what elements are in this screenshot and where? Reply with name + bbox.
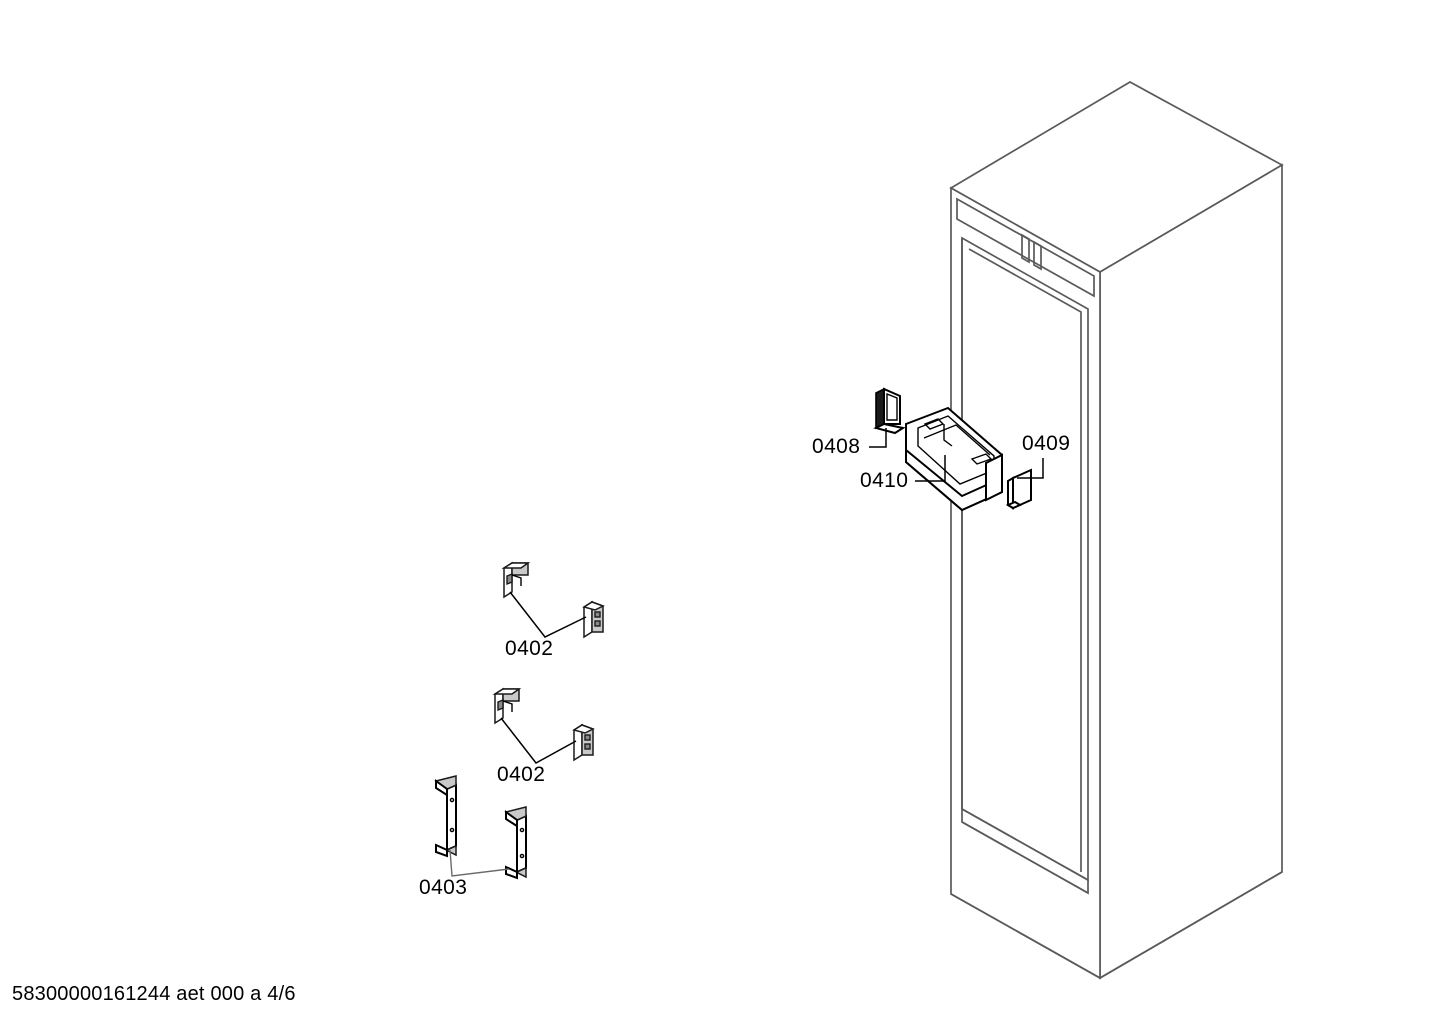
rail-bracket-right: [504, 806, 527, 880]
cabinet-top-trim-band: [956, 197, 1095, 298]
callout-0402-lower: 0402: [497, 763, 545, 786]
rail-right-hole-1: [519, 827, 525, 833]
callout-0402-upper: 0402: [505, 637, 553, 660]
leader-0408: [869, 428, 887, 448]
clip-upper-right-hole-1: [594, 611, 601, 618]
rail-left-hole-1: [449, 797, 455, 803]
part-0403-rail-bracket-pair: [434, 775, 527, 880]
bin-tray-internal-rib: [943, 424, 953, 447]
clip-lower-right: [572, 723, 595, 762]
clip-lower-right-hole-2: [584, 743, 591, 750]
cabinet-assembly: [949, 81, 1284, 980]
clip-upper-left-top: [501, 562, 531, 569]
part-0402-clip-pair-lower: [492, 687, 595, 764]
rail-right-hole-2: [519, 853, 525, 859]
part-0409-bin-cover-flap: [1005, 468, 1032, 510]
callout-0409: 0409: [1022, 432, 1070, 455]
clip-upper-right: [582, 600, 605, 639]
rail-left-top-hook-face: [435, 779, 448, 797]
rail-left-body: [446, 783, 457, 852]
leader-0410: [915, 455, 946, 482]
callout-0410: 0410: [860, 469, 908, 492]
clip-upper-right-top: [582, 601, 605, 611]
leader-0403: [449, 849, 510, 877]
clip-lower-right-hole-1: [584, 734, 591, 741]
cabinet-liner-inset: [968, 248, 1082, 872]
leader-0402-lower: [500, 717, 577, 764]
bin-tray-right-end: [985, 453, 1003, 502]
clip-lower-left-top: [492, 688, 522, 695]
footer-document-code: 58300000161244 aet 000 a 4/6: [12, 983, 296, 1005]
end-cap-left-edge: [875, 387, 885, 430]
bin-tray-cavity-floor: [923, 424, 991, 456]
cabinet-bottom-front-edge: [950, 871, 1283, 979]
clip-lower-right-top: [572, 724, 595, 734]
cover-flap-foot: [1005, 500, 1023, 510]
cabinet-trim-divider-left: [1021, 233, 1030, 264]
rail-left-bottom-hook-face: [435, 843, 448, 858]
clip-lower-left-detail: [502, 700, 513, 712]
callout-labels: 0408 0409 0410 0402 0402 0403: [419, 432, 1070, 899]
clip-upper-left: [501, 561, 531, 599]
clip-lower-left: [492, 687, 522, 725]
callout-0408: 0408: [812, 435, 860, 458]
clip-upper-left-notch: [506, 572, 513, 586]
rail-right-bottom-hook-face: [505, 865, 518, 880]
part-0402-clip-pair-upper: [501, 561, 605, 639]
leader-0409: [1017, 458, 1044, 479]
rail-bracket-left: [434, 775, 457, 858]
bin-tray-notch-left: [923, 418, 945, 430]
rail-right-body: [516, 814, 527, 874]
cabinet-front-face: [950, 186, 1101, 980]
part-0410-door-bin-tray: [905, 406, 1003, 512]
clip-lower-left-notch: [497, 698, 504, 712]
rail-right-top-hook-face: [505, 810, 518, 828]
cabinet-trim-divider-right: [1033, 240, 1042, 271]
leader-0402-upper: [509, 591, 587, 638]
end-cap-panel-inset: [886, 392, 898, 421]
cabinet-right-side-panel: [1099, 163, 1283, 980]
end-cap-foot: [873, 422, 906, 435]
rail-left-hole-2: [449, 827, 455, 833]
clip-upper-left-detail: [511, 574, 522, 586]
callout-0403: 0403: [419, 876, 467, 899]
bin-tray-notch-right: [970, 453, 993, 465]
part-0408-bin-end-cap: [873, 387, 906, 435]
clip-upper-right-hole-2: [594, 620, 601, 627]
cabinet-floor-diagonal: [961, 821, 1089, 894]
